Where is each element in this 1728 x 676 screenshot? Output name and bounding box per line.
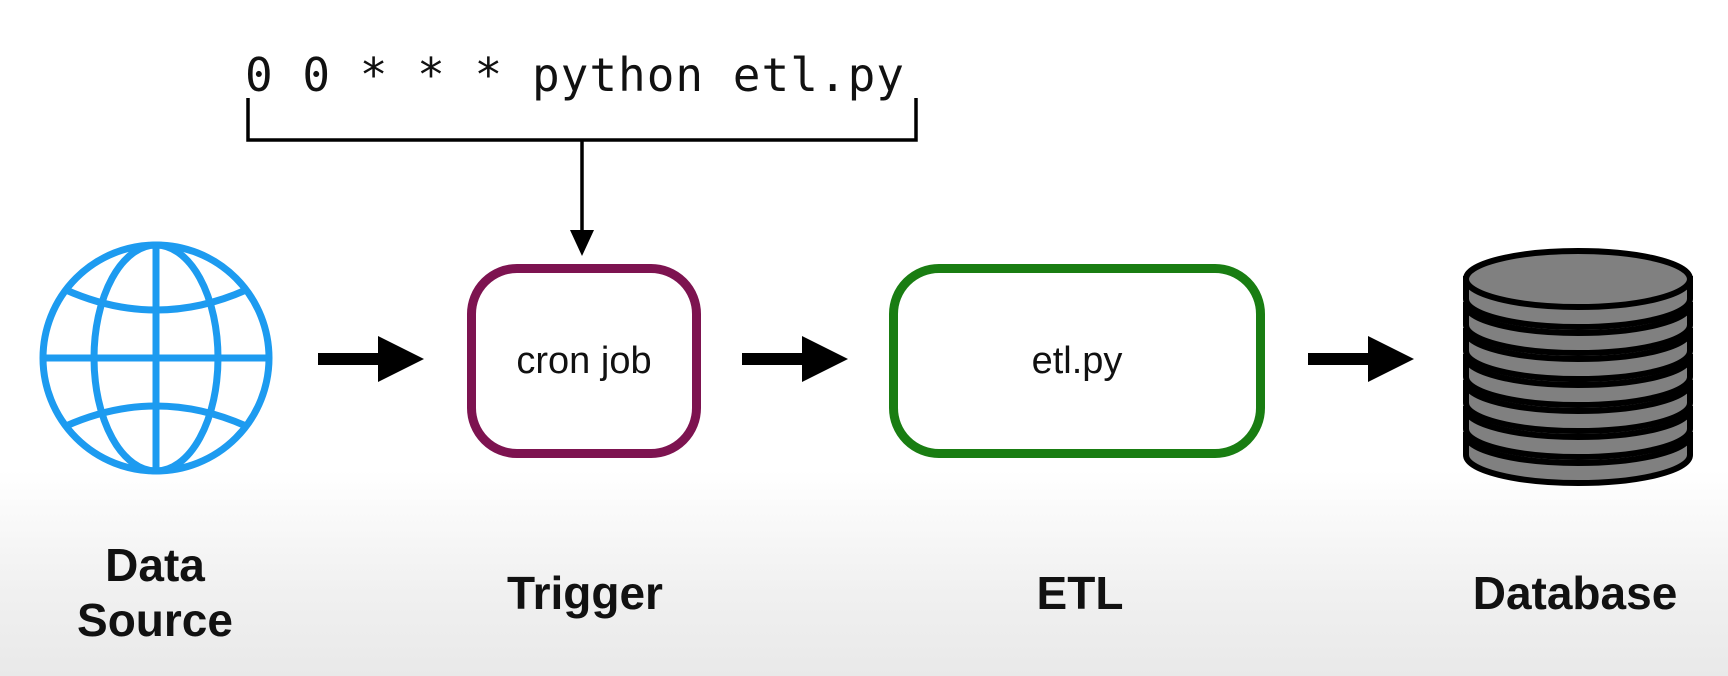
arrow-source-to-trigger <box>318 336 424 382</box>
etl-script-box: etl.py <box>889 264 1265 458</box>
database-label: Database <box>1472 567 1678 619</box>
cron-job-text: cron job <box>516 339 652 382</box>
etl-label: ETL <box>1036 567 1124 619</box>
cron-expression: 0 0 * * * python etl.py <box>245 48 905 102</box>
arrow-etl-to-database <box>1308 336 1414 382</box>
arrow-trigger-to-etl <box>742 336 848 382</box>
data-source-label: Data Source <box>77 539 233 647</box>
bracket-arrowhead <box>570 230 594 256</box>
trigger-label: Trigger <box>507 567 663 619</box>
cron-job-box: cron job <box>467 264 701 458</box>
etl-script-text: etl.py <box>1031 339 1123 382</box>
cron-bracket <box>246 98 918 232</box>
bottom-band <box>0 470 1728 676</box>
